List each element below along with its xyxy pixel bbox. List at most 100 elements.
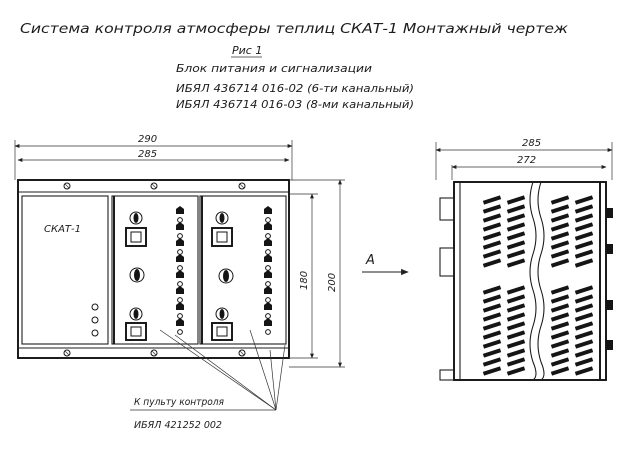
vent-slot xyxy=(574,258,594,268)
module-1-upper-switch xyxy=(129,211,143,225)
device-label: СКАТ-1 xyxy=(44,224,81,235)
vent-slot xyxy=(550,366,570,376)
vent-slot xyxy=(550,258,570,268)
vent-slot xyxy=(574,204,594,214)
led-indicator-shaped xyxy=(264,238,272,246)
vent-slot xyxy=(506,195,526,205)
vent-slot xyxy=(482,312,502,322)
led-indicator-round xyxy=(265,297,271,303)
led-indicator-round xyxy=(177,297,183,303)
dim-285-side: 285 xyxy=(522,138,541,149)
vent-slot xyxy=(506,357,526,367)
vent-slot xyxy=(506,330,526,340)
vent-slot xyxy=(574,294,594,304)
module-1-center-knob xyxy=(129,267,145,283)
led-indicator-round xyxy=(177,281,183,287)
enclosure-outline xyxy=(17,179,290,359)
vent-slot xyxy=(574,321,594,331)
left-panel xyxy=(21,195,109,345)
vent-slot xyxy=(550,339,570,349)
vent-slot xyxy=(482,330,502,340)
vent-slot xyxy=(574,348,594,358)
vent-slot xyxy=(550,285,570,295)
vent-slot xyxy=(506,294,526,304)
vent-slot xyxy=(574,330,594,340)
vent-slot xyxy=(550,195,570,205)
vent-slot xyxy=(482,231,502,241)
channel-module-2 xyxy=(199,195,287,345)
vent-slot xyxy=(550,240,570,250)
led-indicator-shaped xyxy=(176,254,184,262)
vent-slot xyxy=(482,357,502,367)
vent-slot xyxy=(482,240,502,250)
led-indicator-shaped xyxy=(176,318,184,326)
led-indicator-shaped xyxy=(264,222,272,230)
vent-slot xyxy=(550,231,570,241)
dim-272: 272 xyxy=(517,155,536,166)
led-indicator-shaped xyxy=(264,286,272,294)
vent-slot xyxy=(550,249,570,259)
vent-slot xyxy=(506,249,526,259)
led-indicator-round xyxy=(177,313,183,319)
side-body-outline xyxy=(453,181,607,381)
vent-slot xyxy=(482,294,502,304)
channel-module-1 xyxy=(111,195,199,345)
vent-slot xyxy=(550,204,570,214)
dim-290: 290 xyxy=(138,134,157,145)
vent-slot xyxy=(550,330,570,340)
vent-slot xyxy=(550,348,570,358)
module-1-lower-button xyxy=(125,322,147,341)
bottom-screws xyxy=(63,349,246,357)
module-1-lower-switch xyxy=(129,307,143,321)
rear-lug-3 xyxy=(439,369,455,381)
vent-slot xyxy=(506,366,526,376)
vent-slot xyxy=(506,321,526,331)
led-indicator-shaped xyxy=(176,222,184,230)
vent-slot xyxy=(482,195,502,205)
led-indicator-shaped xyxy=(264,254,272,262)
vent-slot xyxy=(506,312,526,322)
led-indicator-round xyxy=(177,249,183,255)
module-2-upper-button xyxy=(211,227,233,247)
vent-slot xyxy=(482,222,502,232)
break-line-left xyxy=(529,181,537,381)
vent-slot xyxy=(574,213,594,223)
vent-slot xyxy=(550,222,570,232)
front-panel-knobs xyxy=(606,208,613,350)
vent-slot xyxy=(482,303,502,313)
vent-slot xyxy=(550,321,570,331)
dim-180: 180 xyxy=(299,271,310,290)
rear-lug-2 xyxy=(439,247,455,277)
vent-slot xyxy=(506,204,526,214)
led-indicator-round xyxy=(177,265,183,271)
vent-slot xyxy=(574,339,594,349)
vent-slot xyxy=(574,231,594,241)
led-indicator-shaped xyxy=(176,302,184,310)
vent-slot xyxy=(482,249,502,259)
variant-8-channel: ИБЯЛ 436714 016-03 (8-ми канальный) xyxy=(176,98,414,111)
led-indicator-round xyxy=(265,265,271,271)
cable-callout: К пульту контроля ИБЯЛ 421252 002 xyxy=(130,329,286,431)
vent-slot xyxy=(550,357,570,367)
variant-6-channel: ИБЯЛ 436714 016-02 (6-ти канальный) xyxy=(176,82,414,95)
led-indicator-shaped xyxy=(264,302,272,310)
side-view: 285 272 xyxy=(435,138,613,381)
vent-slot xyxy=(550,312,570,322)
vent-slot xyxy=(574,195,594,205)
module-1-upper-button xyxy=(125,227,147,247)
led-indicator-shaped xyxy=(264,270,272,278)
view-direction-arrow: А xyxy=(362,253,409,276)
vent-slot xyxy=(482,258,502,268)
vent-slot xyxy=(506,258,526,268)
led-indicator-shaped xyxy=(176,286,184,294)
rear-lug-1 xyxy=(439,197,455,221)
led-indicator-shaped xyxy=(264,206,272,214)
led-indicator-round xyxy=(265,249,271,255)
vent-slot xyxy=(506,231,526,241)
figure-label: Рис 1 xyxy=(232,44,262,57)
ventilation-slots xyxy=(482,195,594,376)
dim-200: 200 xyxy=(327,273,338,292)
drawing-title: Система контроля атмосферы теплиц СКАТ-1… xyxy=(20,21,569,37)
view-arrow-label: А xyxy=(365,253,375,268)
